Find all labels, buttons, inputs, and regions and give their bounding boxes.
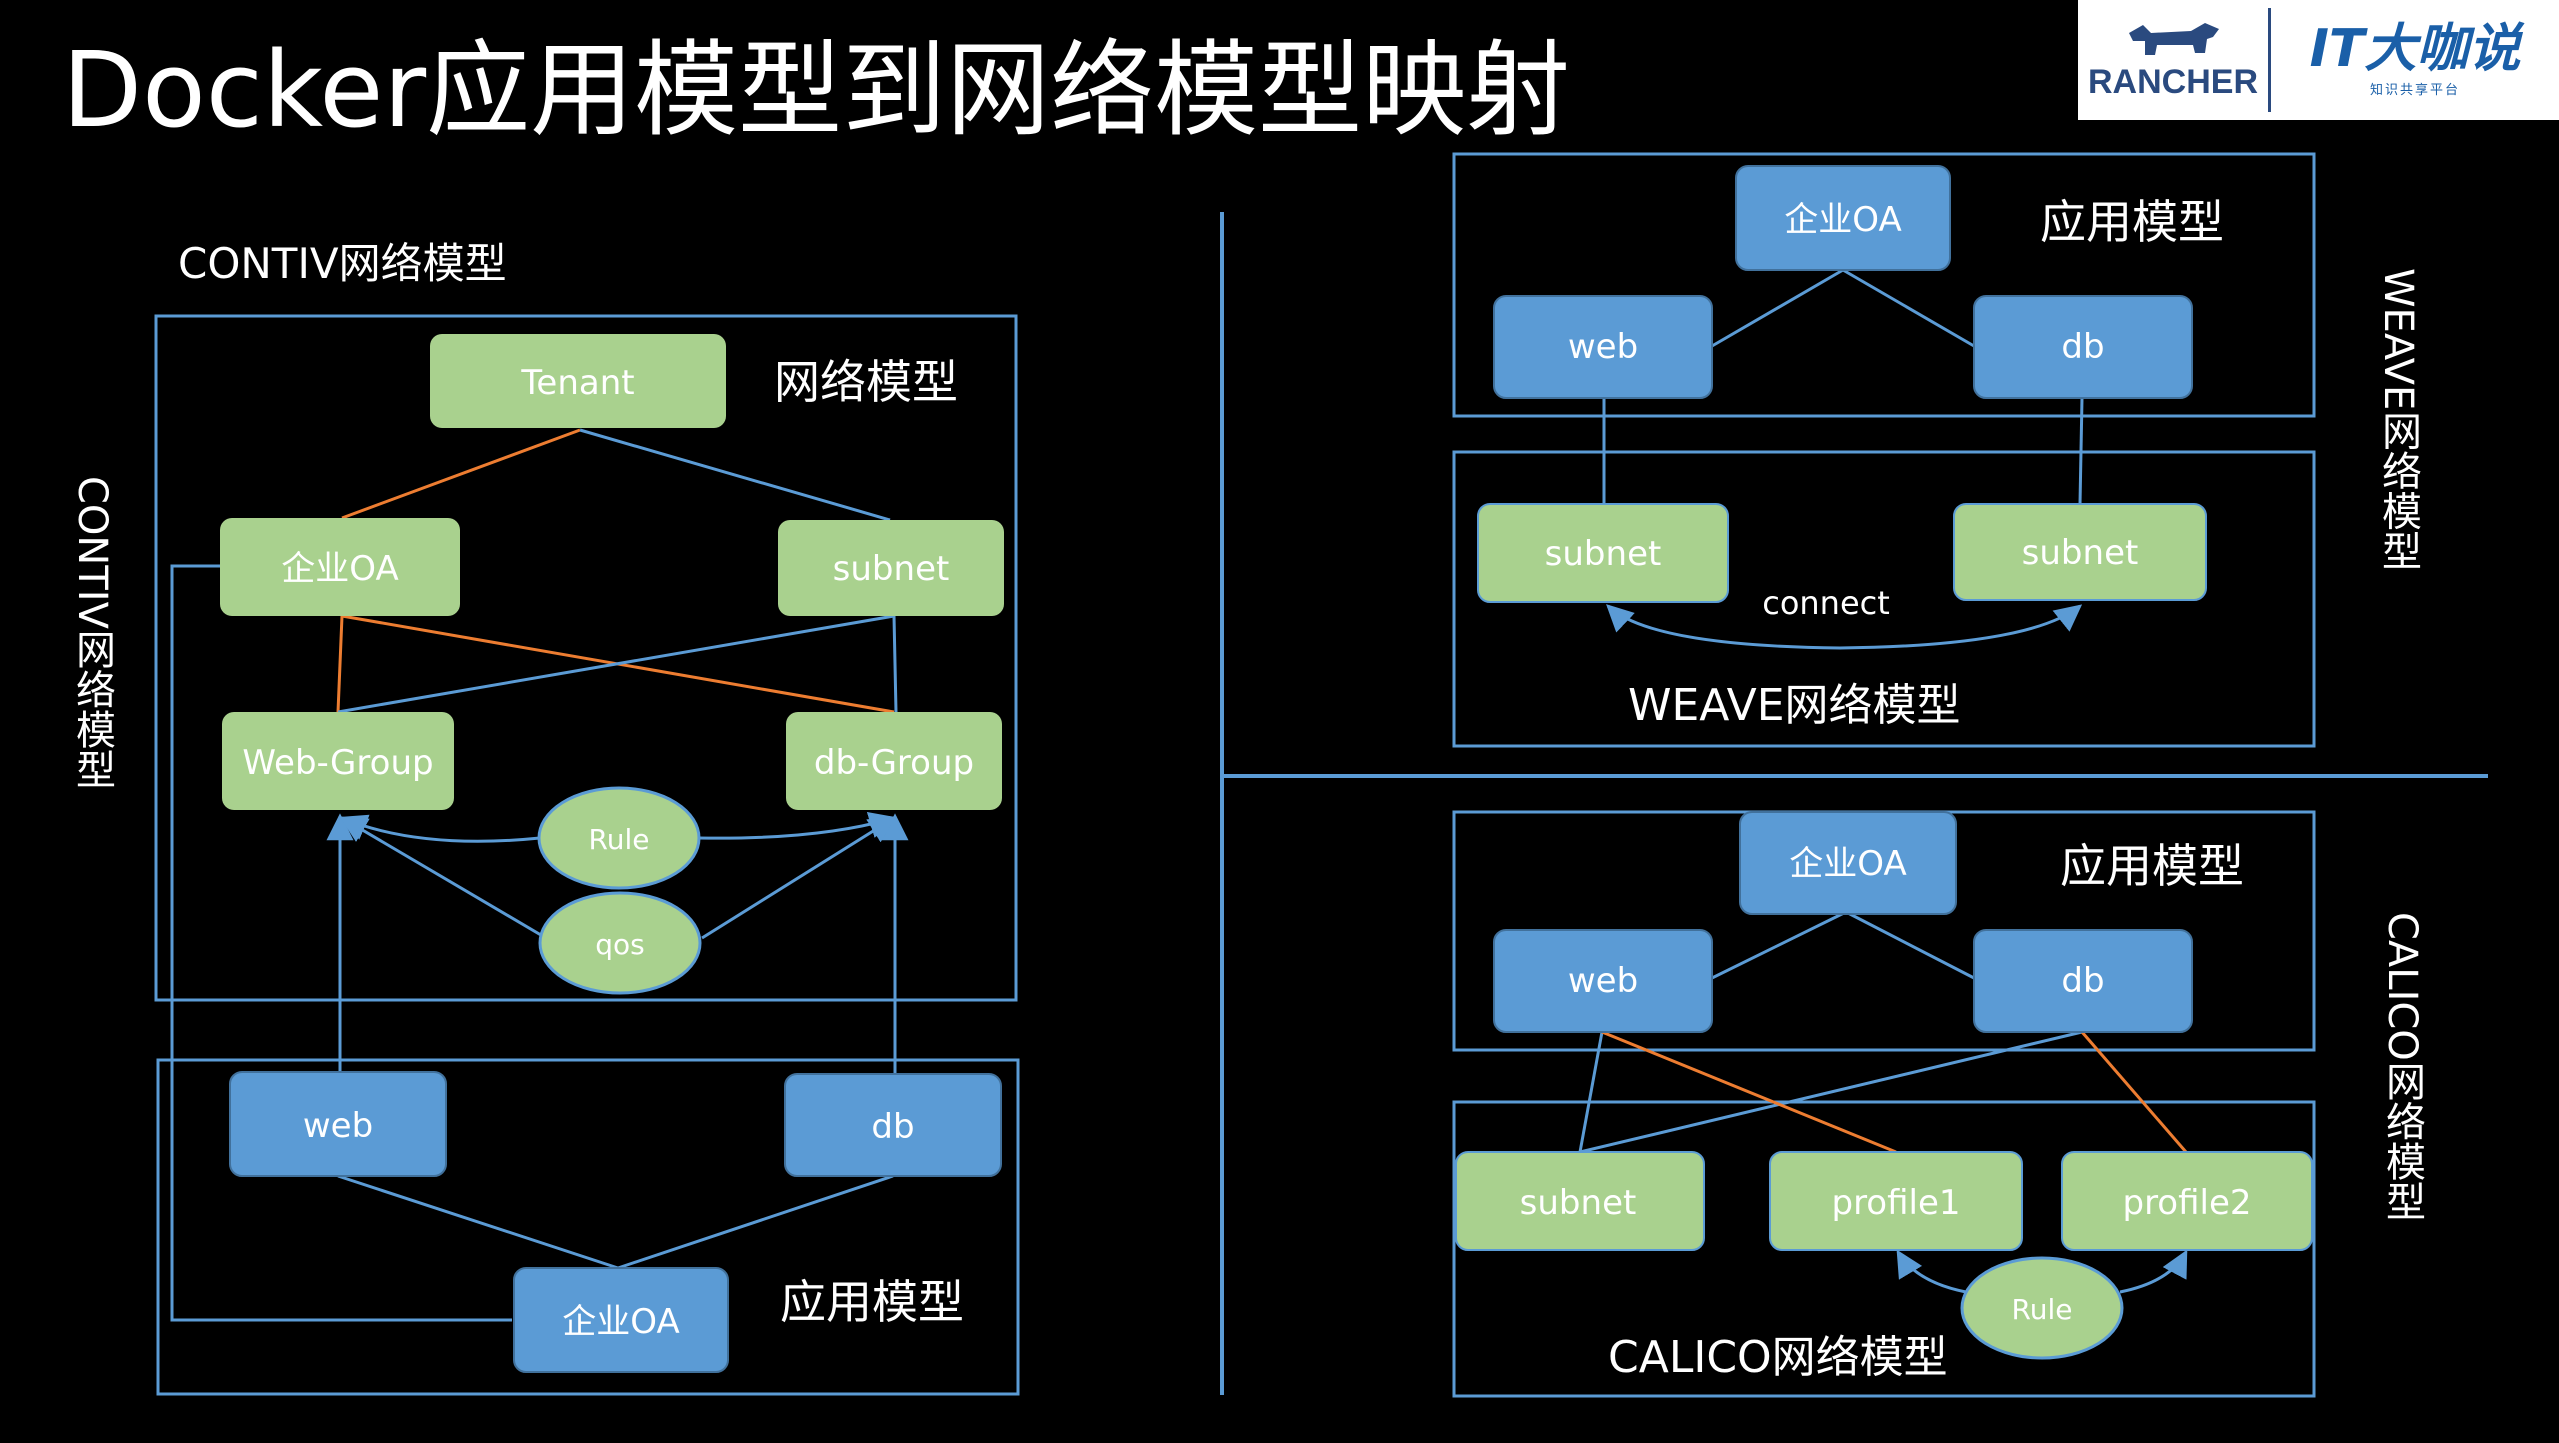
- contiv-line-oa-webgroup: [336, 615, 344, 713]
- rancher-wordmark: RANCHER: [2088, 62, 2258, 101]
- contiv-app-oa-box: [513, 1267, 729, 1373]
- calico-rule-arrow-left: [1896, 1249, 1967, 1294]
- page-title: Docker应用模型到网络模型映射: [62, 29, 1571, 151]
- weave-line-db-subnet: [2078, 397, 2084, 505]
- weave-line-oa-web: [1711, 268, 1844, 348]
- contiv-line-web-appoa: [337, 1174, 619, 1270]
- contiv-rule-arrow-left: [339, 814, 541, 843]
- contiv-qos-text: qos: [595, 928, 645, 961]
- weave-app-frame: [1452, 152, 2316, 418]
- contiv-line-db-appoa: [617, 1174, 894, 1270]
- calico-network-frame: [1452, 1100, 2316, 1398]
- contiv-network-frame: [154, 314, 1018, 1002]
- weave-subnet-left-box: [1477, 503, 1729, 603]
- calico-web-box: [1493, 929, 1713, 1033]
- weave-app-label: 应用模型: [2040, 195, 2224, 249]
- contiv-net-label: 网络模型: [774, 355, 958, 409]
- contiv-db-box: [784, 1073, 1002, 1177]
- cow-icon: [2129, 22, 2219, 55]
- calico-line-web-subnet: [1578, 1031, 1604, 1153]
- weave-subnet-right-text: subnet: [2022, 533, 2139, 573]
- contiv-line-tenant-oa: [341, 428, 581, 520]
- weave-oa-box: [1735, 165, 1951, 271]
- contiv-webgroup-text: Web-Group: [242, 743, 433, 783]
- contiv-dbgroup-box: [786, 712, 1002, 810]
- contiv-dbgroup-text: db-Group: [814, 743, 974, 783]
- calico-db-text: db: [2061, 961, 2104, 1001]
- it-dakashuo-subtitle: 知识共享平台: [2369, 82, 2460, 98]
- contiv-subnet-text: subnet: [833, 549, 950, 589]
- contiv-web-box: [229, 1071, 447, 1177]
- calico-profile2-text: profile2: [2122, 1183, 2251, 1223]
- contiv-db-text: db: [871, 1107, 914, 1147]
- calico-db-box: [1973, 929, 2193, 1033]
- weave-subnet-left-text: subnet: [1545, 534, 1662, 574]
- weave-web-box: [1493, 295, 1713, 399]
- calico-net-label: CALICO网络模型: [1608, 1332, 1948, 1383]
- contiv-tenant-box: [430, 334, 726, 428]
- contiv-web-text: web: [303, 1106, 373, 1146]
- contiv-app-frame: [156, 1058, 1020, 1396]
- calico-subnet-box: [1455, 1151, 1705, 1251]
- calico-app-label: 应用模型: [2060, 839, 2244, 893]
- contiv-webgroup-box: [222, 712, 454, 810]
- calico-rule-text: Rule: [2012, 1293, 2073, 1326]
- contiv-line-subnet-webgroup: [337, 614, 895, 714]
- contiv-line-subnet-dbgroup: [892, 615, 898, 713]
- contiv-qos-arrow-right: [701, 816, 897, 940]
- calico-line-db-subnet: [1579, 1030, 2083, 1154]
- logo-banner: RANCHER IT大咖说 知识共享平台: [2078, 0, 2559, 120]
- calico-oa-text: 企业OA: [1789, 844, 1906, 884]
- calico-profile2-box: [2061, 1151, 2313, 1251]
- it-dakashuo-logo: IT大咖说 知识共享平台: [2271, 0, 2559, 120]
- calico-profile1-text: profile1: [1831, 1183, 1960, 1223]
- contiv-oa-box: [220, 518, 460, 616]
- it-dakashuo-wordmark: IT大咖说: [2309, 18, 2521, 79]
- contiv-rule-text: Rule: [589, 823, 650, 856]
- calico-line-db-profile2: [2080, 1031, 2188, 1153]
- weave-connect-arrow: [1606, 604, 2083, 650]
- calico-line-oa-db: [1845, 910, 1975, 980]
- contiv-qos-ellipse: [538, 891, 702, 995]
- weave-web-text: web: [1568, 327, 1638, 367]
- calico-line-oa-web: [1711, 910, 1847, 980]
- calico-profile1-box: [1769, 1151, 2023, 1251]
- weave-oa-text: 企业OA: [1784, 200, 1901, 240]
- calico-oa-box: [1739, 811, 1957, 915]
- contiv-qos-arrow-left: [339, 816, 547, 940]
- weave-subnet-right-box: [1953, 503, 2207, 601]
- contiv-app-label: 应用模型: [780, 1275, 964, 1329]
- contiv-line-appoa-oa: [170, 564, 512, 1322]
- rancher-logo: RANCHER: [2078, 0, 2268, 120]
- contiv-oa-text: 企业OA: [281, 549, 398, 589]
- contiv-rule-ellipse: [537, 786, 701, 890]
- calico-rule-arrow-right: [2119, 1249, 2188, 1294]
- contiv-app-oa-text: 企业OA: [562, 1302, 679, 1342]
- weave-line-oa-db: [1842, 268, 1975, 348]
- calico-line-web-profile1: [1601, 1030, 1897, 1154]
- weave-net-label: WEAVE网络模型: [1628, 680, 1961, 731]
- calico-subnet-text: subnet: [1520, 1183, 1637, 1223]
- weave-network-frame: [1452, 450, 2316, 748]
- weave-side-label: WEAVE网络模型: [2375, 268, 2421, 571]
- weave-connect-label: connect: [1762, 584, 1890, 622]
- logo-divider: [2268, 8, 2271, 112]
- contiv-line-tenant-subnet: [579, 428, 891, 522]
- contiv-subnet-box: [778, 520, 1004, 616]
- weave-db-box: [1973, 295, 2193, 399]
- contiv-heading: CONTIV网络模型: [178, 239, 507, 288]
- calico-web-text: web: [1568, 961, 1638, 1001]
- weave-db-text: db: [2061, 327, 2104, 367]
- calico-rule-ellipse: [1960, 1256, 2124, 1360]
- contiv-tenant-text: Tenant: [520, 363, 634, 403]
- calico-side-label: CALICO网络模型: [2379, 912, 2425, 1221]
- contiv-side-label: CONTIV网络模型: [69, 476, 115, 789]
